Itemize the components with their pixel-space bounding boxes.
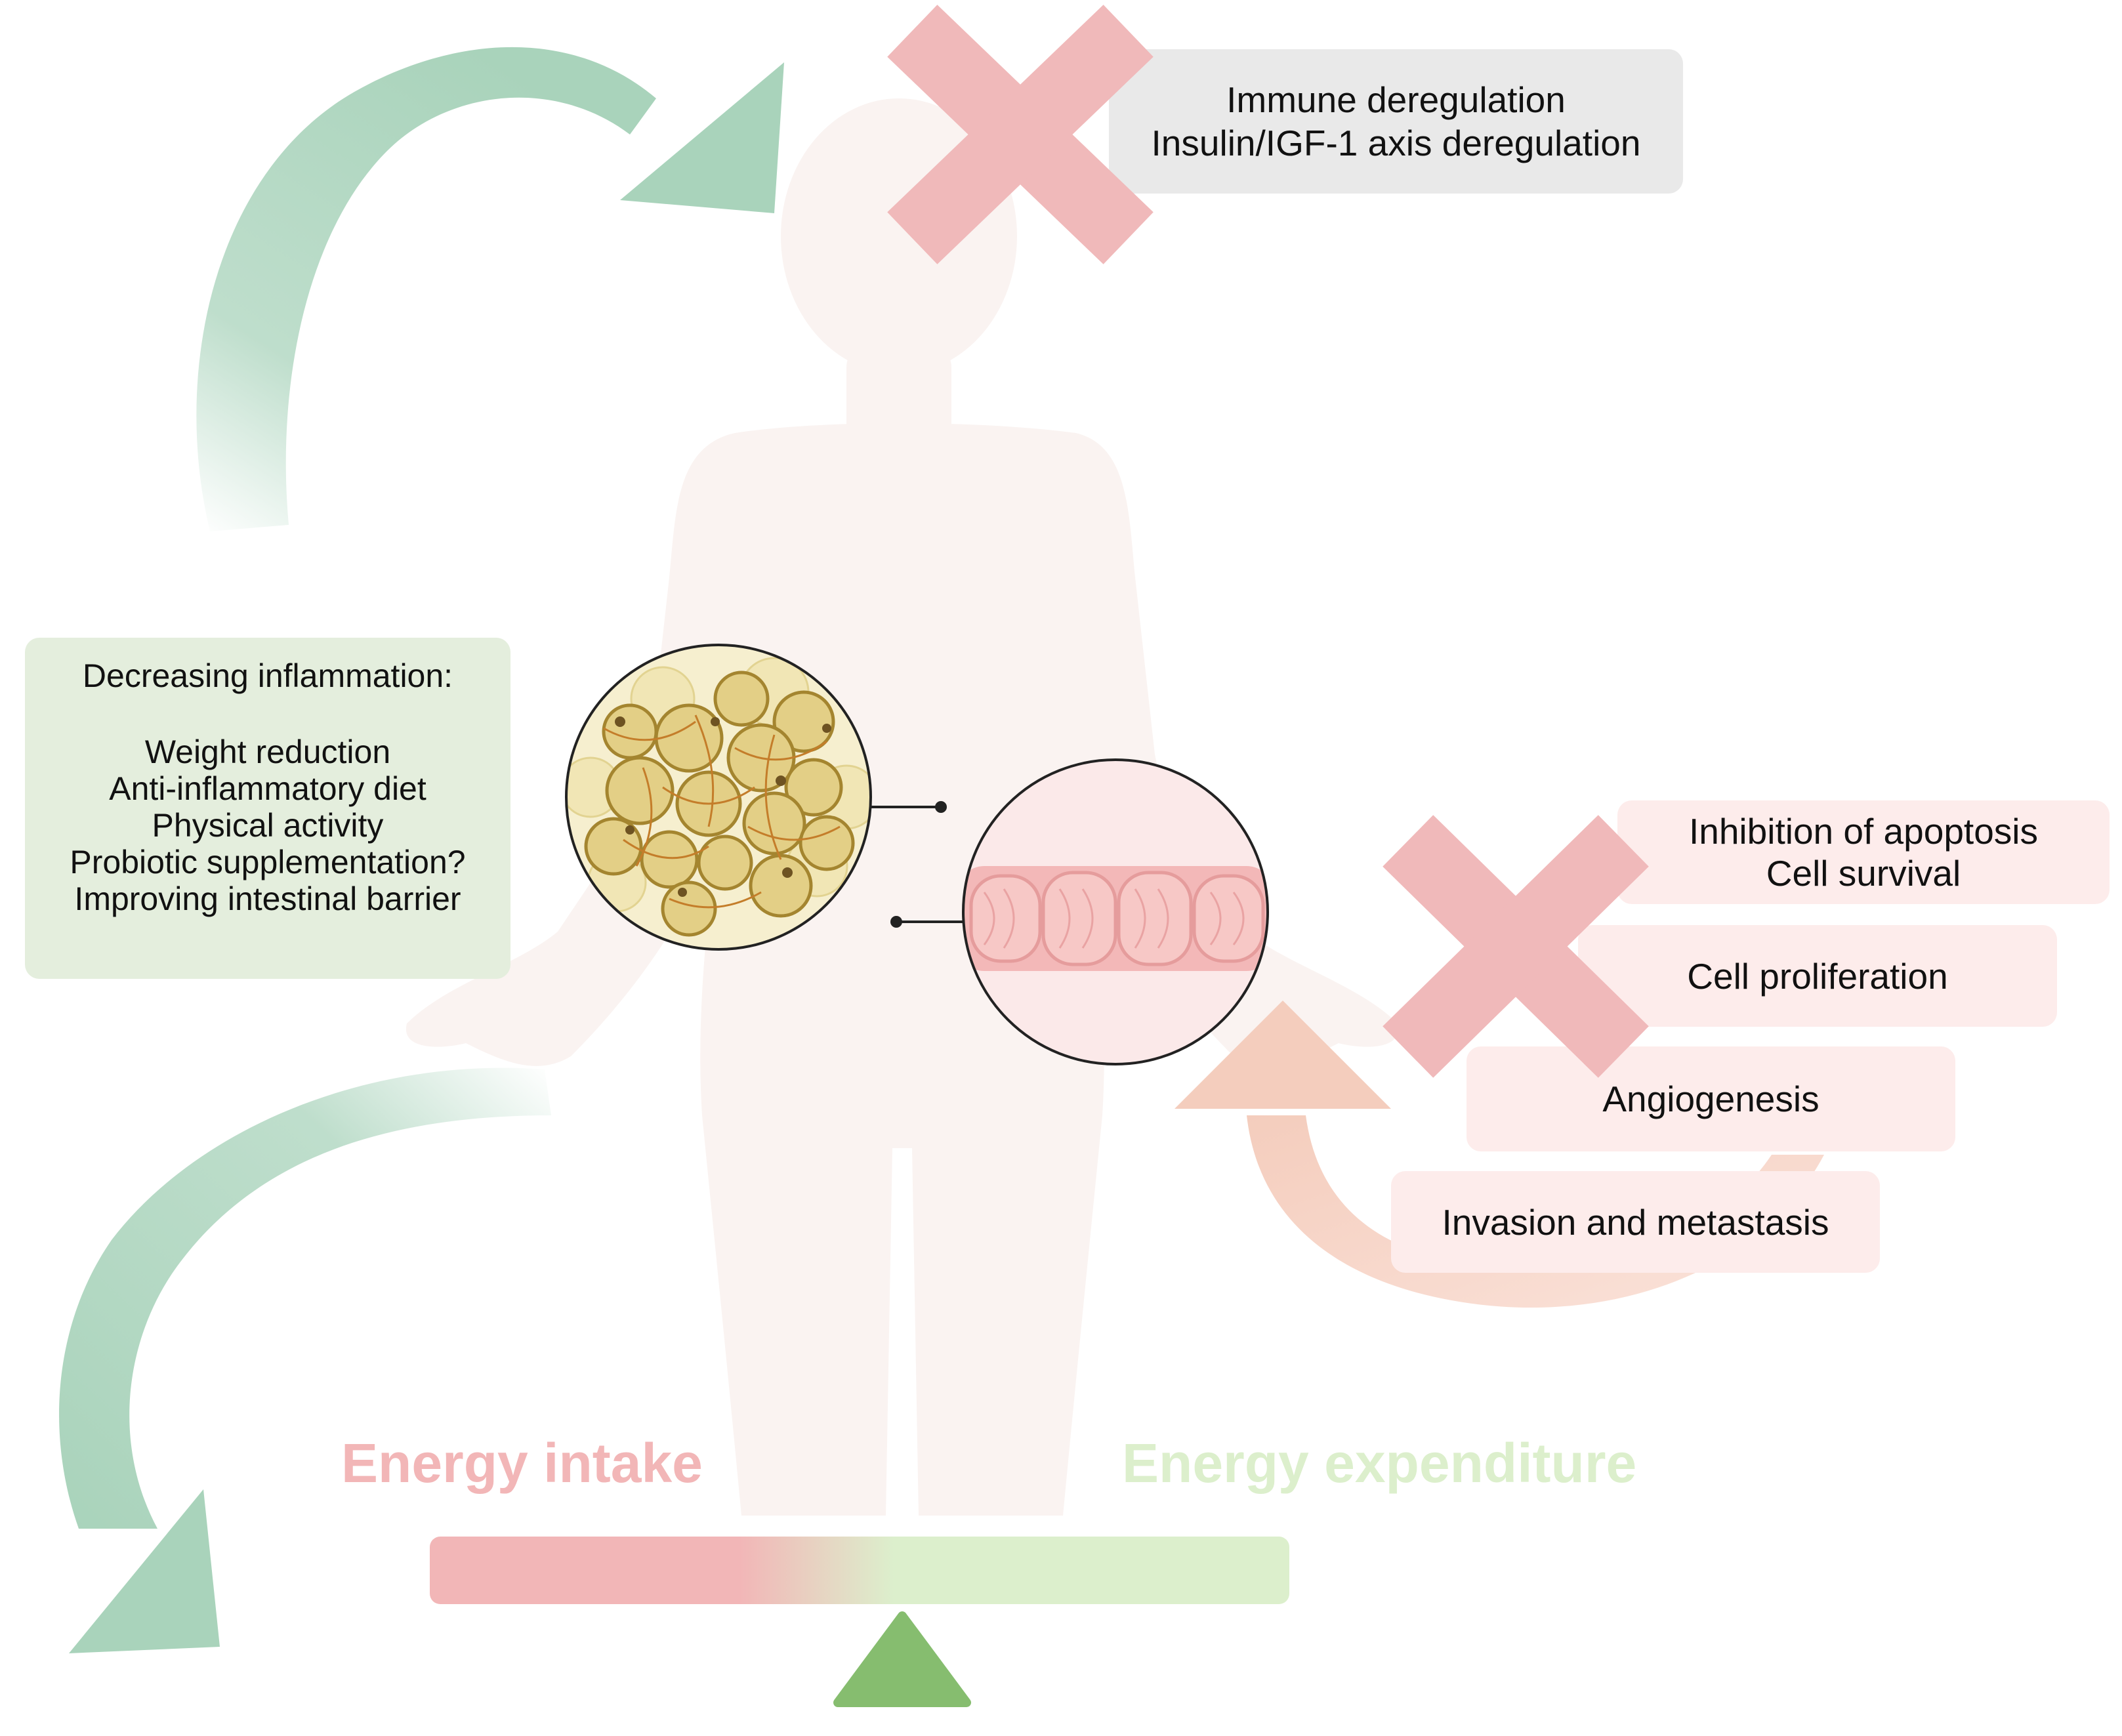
apoptosis-box [1617,800,2110,904]
intervention-box [25,638,510,979]
survival-line: Cell survival [1766,853,1961,894]
apoptosis-line: Inhibition of apoptosis [1688,811,2039,852]
effect-insulin-igf1: Insulin/IGF-1 axis deregulation [1151,123,1641,163]
intervention-item: Improving intestinal barrier [74,880,461,917]
invasion-text: Invasion and metastasis [1442,1201,1829,1243]
adipose-tissue-icon [565,644,947,951]
energy-intake-label: Energy intake [341,1432,703,1494]
curved-arrow-icon [196,47,784,532]
proliferation-text: Cell proliferation [1687,955,1948,997]
cross-icon [1383,815,1649,1078]
apoptosis-text: Inhibition of apoptosis Cell survival [1617,800,2110,904]
intervention-item: Probiotic supplementation? [70,844,466,880]
balance-scale-icon [430,1537,1289,1707]
angiogenesis-box [1467,1046,1955,1151]
angiogenesis-text: Angiogenesis [1602,1079,1820,1119]
effect-immune: Immune deregulation [1226,79,1566,120]
colon-icon [890,758,1269,1065]
intervention-item: Weight reduction [144,734,391,770]
proliferation-box [1578,925,2057,1027]
top-effects-box [1109,49,1683,194]
intervention-text: Decreasing inflammation: Weight reductio… [25,638,510,979]
energy-expenditure-label: Energy expenditure [1122,1432,1637,1494]
cross-icon [887,5,1154,264]
curved-arrow-icon [59,1067,552,1653]
intervention-title: Decreasing inflammation: [82,657,453,694]
balance-beam [430,1537,1289,1604]
top-effects-text: Immune deregulation Insulin/IGF-1 axis d… [1109,49,1683,194]
invasion-box [1391,1171,1880,1273]
intervention-item: Anti-inflammatory diet [109,770,426,807]
fulcrum [833,1611,971,1707]
intervention-item: Physical activity [152,807,384,844]
